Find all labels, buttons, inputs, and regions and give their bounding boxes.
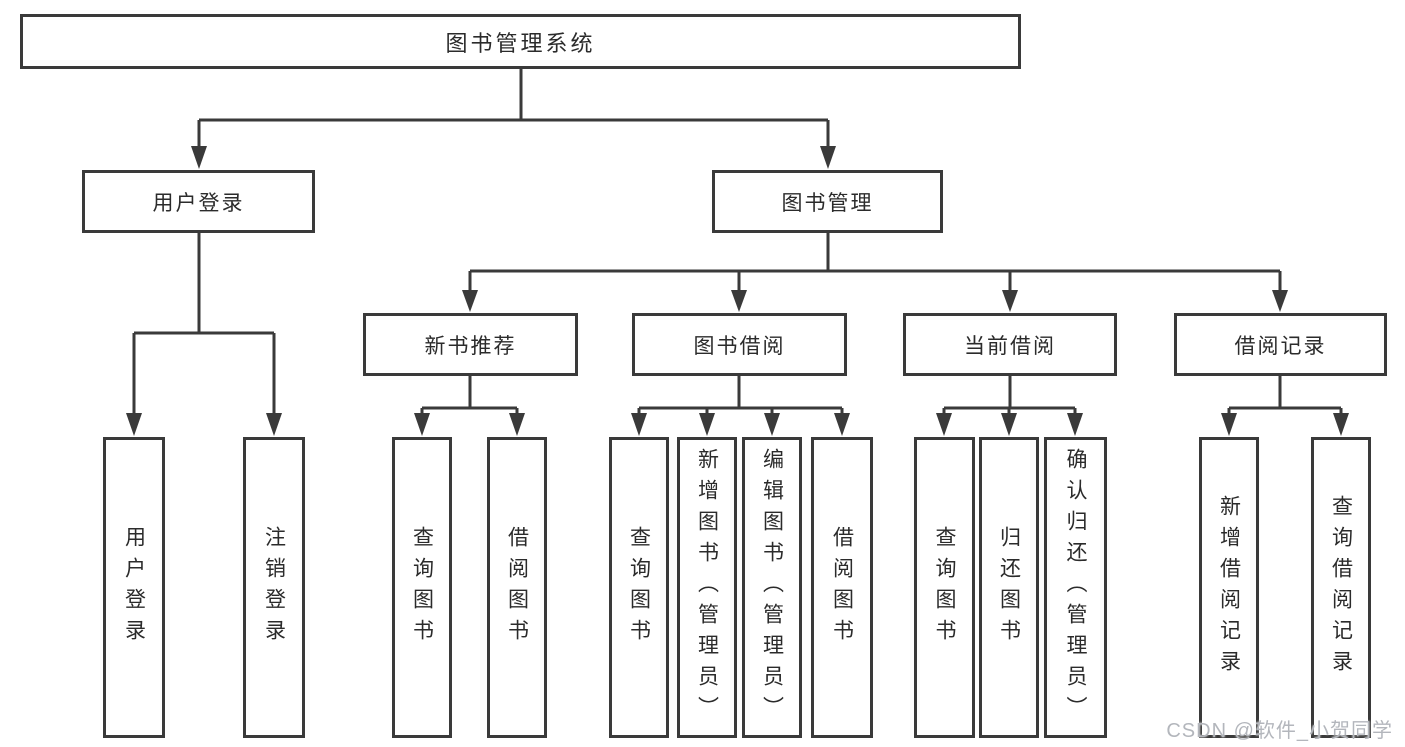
node-user-login: 用户登录	[82, 170, 315, 233]
leaf-label: 查询图书	[410, 525, 434, 650]
node-label: 图书管理	[781, 191, 874, 215]
leaf-logout: 注销登录	[243, 437, 305, 738]
leaf-label: 用户登录	[122, 525, 146, 650]
leaf-label: 查询图书	[627, 525, 651, 650]
leaf-label: 借阅图书	[830, 525, 854, 650]
node-label: 图书管理系统	[445, 30, 596, 56]
leaf-edit-books-admin: 编辑图书（管理员）	[742, 437, 802, 738]
leaf-add-books-admin: 新增图书（管理员）	[677, 437, 737, 738]
leaf-label: 归还图书	[997, 525, 1021, 650]
leaf-add-borrow-record: 新增借阅记录	[1199, 437, 1259, 738]
csdn-watermark: CSDN @软件_小贺同学	[1166, 720, 1393, 742]
node-label: 当前借阅	[964, 334, 1056, 358]
arrowhead-icons	[126, 146, 1349, 436]
leaf-label: 借阅图书	[505, 525, 529, 650]
leaf-query-books-current: 查询图书	[914, 437, 975, 738]
leaf-label: 查询图书	[933, 525, 956, 650]
node-label: 图书借阅	[693, 334, 786, 358]
node-library-management-system: 图书管理系统	[20, 14, 1021, 69]
node-label: 借阅记录	[1234, 334, 1327, 358]
node-borrowing-records: 借阅记录	[1174, 313, 1387, 376]
leaf-confirm-return-admin: 确认归还（管理员）	[1044, 437, 1107, 738]
node-current-borrowing: 当前借阅	[903, 313, 1117, 376]
node-book-management: 图书管理	[712, 170, 943, 233]
leaf-query-books-recommend: 查询图书	[392, 437, 452, 738]
leaf-label: 注销登录	[262, 525, 286, 650]
leaf-label: 编辑图书（管理员）	[760, 448, 784, 727]
leaf-borrow-books: 借阅图书	[811, 437, 873, 738]
leaf-return-books: 归还图书	[979, 437, 1039, 738]
leaf-label: 新增图书（管理员）	[695, 448, 719, 727]
leaf-label: 新增借阅记录	[1217, 494, 1241, 681]
leaf-user-login: 用户登录	[103, 437, 165, 738]
leaf-query-borrow-record: 查询借阅记录	[1311, 437, 1371, 738]
leaf-label: 确认归还（管理员）	[1064, 448, 1087, 727]
node-book-borrowing: 图书借阅	[632, 313, 847, 376]
node-label: 新书推荐	[424, 334, 517, 358]
leaf-borrow-books-recommend: 借阅图书	[487, 437, 547, 738]
node-new-book-recommendation: 新书推荐	[363, 313, 578, 376]
leaf-query-books-borrow: 查询图书	[609, 437, 669, 738]
node-label: 用户登录	[152, 191, 245, 215]
leaf-label: 查询借阅记录	[1329, 494, 1353, 681]
